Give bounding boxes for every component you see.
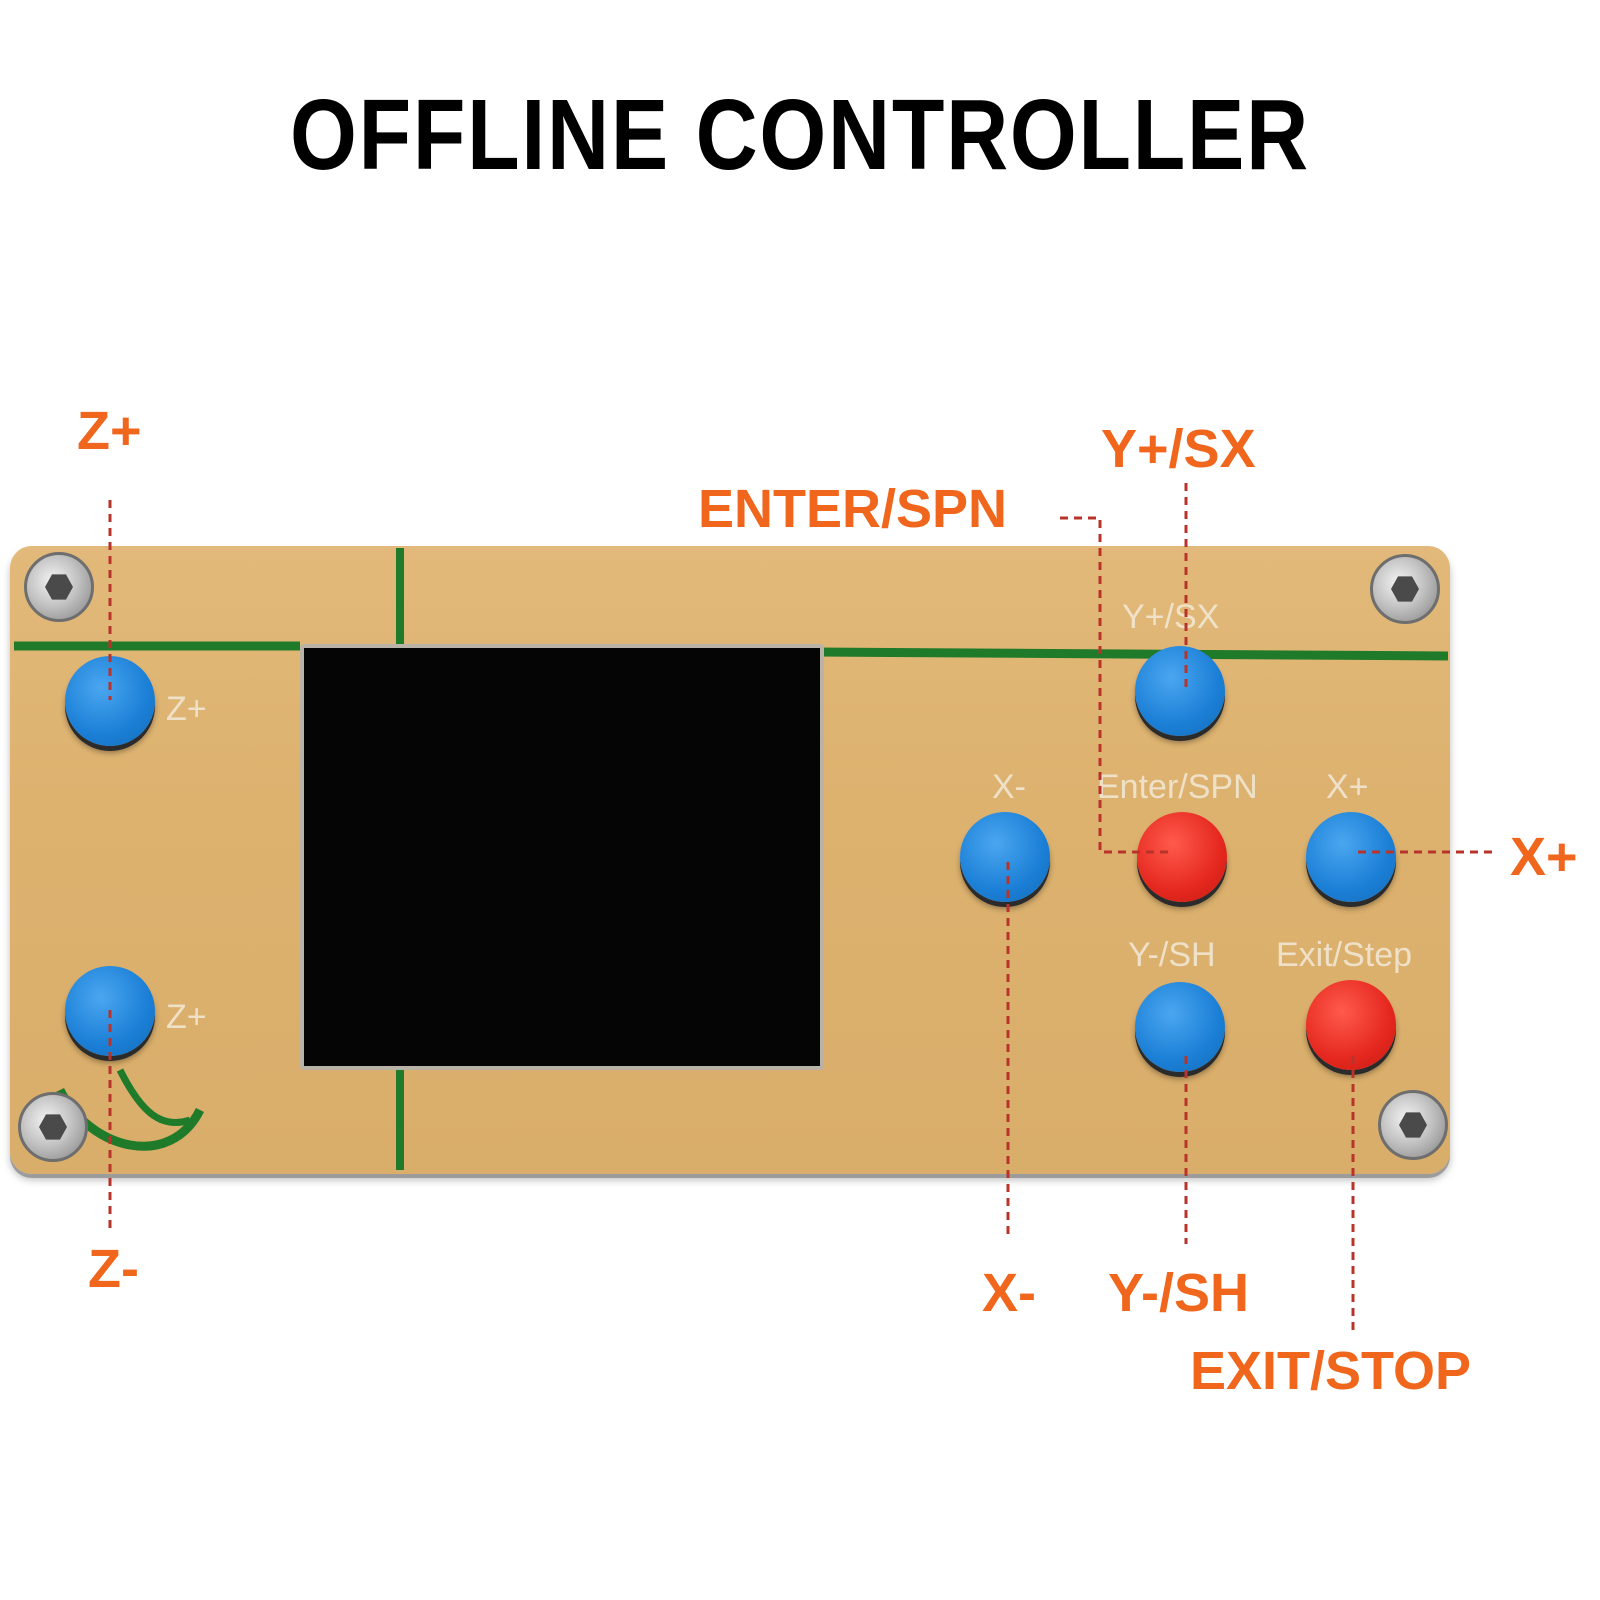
enter-spn-button[interactable] (1137, 812, 1227, 902)
callout-z-minus: Z- (88, 1239, 139, 1299)
callout-y-minus-sh: Y-/SH (1108, 1263, 1250, 1323)
x-plus-button[interactable] (1306, 812, 1396, 902)
engraved-label-enter: Enter/SPN (1097, 768, 1258, 806)
lcd-screen (300, 644, 824, 1070)
callout-z-plus: Z+ (77, 401, 142, 461)
screw-icon (1378, 1090, 1448, 1160)
engraved-label-x-plus: X+ (1326, 768, 1369, 806)
exit-stop-button[interactable] (1306, 980, 1396, 1070)
callout-x-plus: X+ (1510, 827, 1578, 887)
screw-icon (18, 1092, 88, 1162)
engraved-label-y-minus: Y-/SH (1128, 936, 1216, 974)
x-minus-button[interactable] (960, 812, 1050, 902)
y-plus-sx-button[interactable] (1135, 646, 1225, 736)
callout-y-plus-sx: Y+/SX (1101, 419, 1256, 479)
page-title: OFFLINE CONTROLLER (290, 79, 1310, 191)
engraved-label-y-plus: Y+/SX (1122, 598, 1220, 636)
screw-icon (24, 552, 94, 622)
screw-icon (1370, 554, 1440, 624)
callout-exit-stop: EXIT/STOP (1190, 1341, 1472, 1401)
y-minus-sh-button[interactable] (1135, 982, 1225, 1072)
engraved-label-z-plus: Z+ (166, 690, 207, 728)
callout-enter-spn: ENTER/SPN (698, 479, 1008, 539)
engraved-label-x-minus: X- (992, 768, 1026, 806)
callout-x-minus: X- (982, 1263, 1036, 1323)
engraved-label-exit: Exit/Step (1276, 936, 1413, 974)
leader-line (1060, 516, 1168, 854)
engraved-label-z-minus: Z+ (166, 998, 207, 1036)
